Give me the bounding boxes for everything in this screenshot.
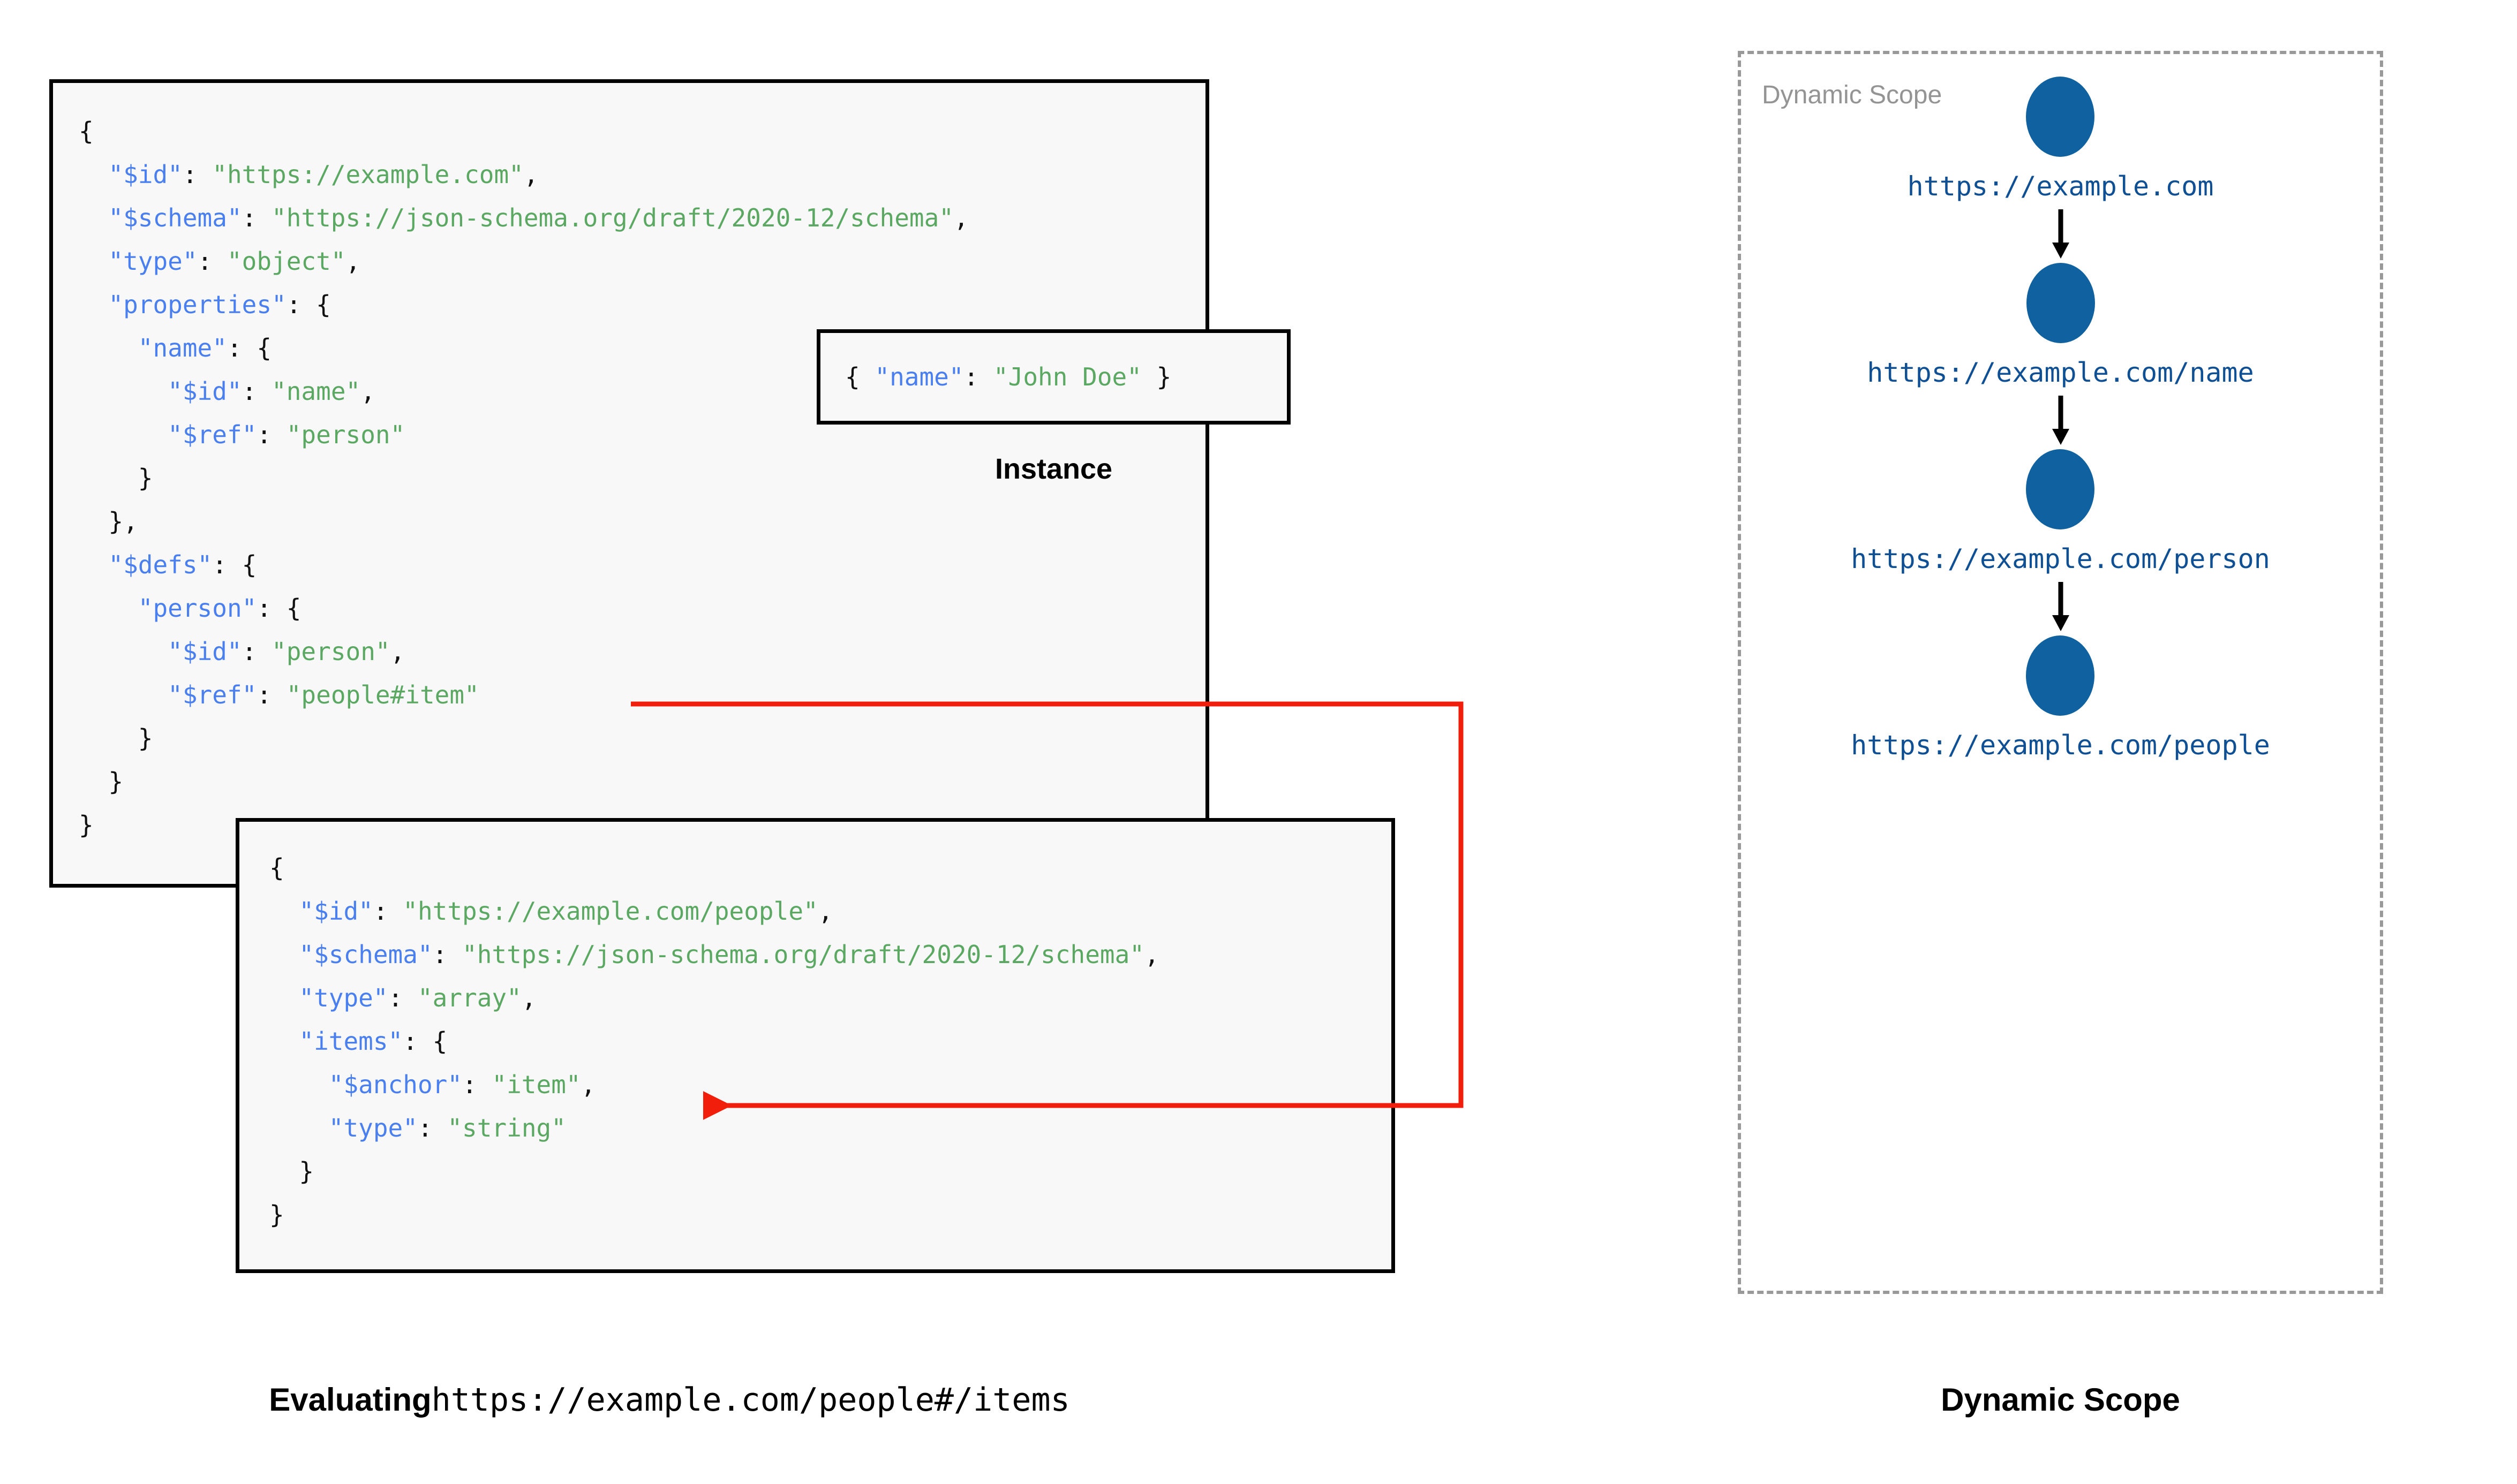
scope-circle-icon-2	[2026, 449, 2095, 529]
scope-node-0: https://example.com	[1907, 77, 2214, 202]
down-arrow-icon-2	[2052, 582, 2069, 631]
scope-node-label-1: https://example.com/name	[1867, 357, 2254, 388]
evaluating-caption-lead: Evaluating	[269, 1382, 432, 1418]
scope-node-label-2: https://example.com/person	[1851, 543, 2270, 574]
root-schema-code: { "$id": "https://example.com", "$schema…	[79, 117, 969, 839]
root-schema-panel: { "$id": "https://example.com", "$schema…	[49, 79, 1209, 888]
scope-circle-icon-0	[2026, 77, 2095, 157]
dynamic-scope-chain: https://example.com https://example.com/…	[1738, 51, 2383, 1294]
instance-code: { "name": "John Doe" }	[845, 362, 1172, 391]
evaluating-caption: Evaluatinghttps://example.com/people#/it…	[0, 1381, 1339, 1419]
dynamic-scope-panel	[1738, 51, 2383, 1294]
down-arrow-icon-1	[2052, 396, 2069, 445]
dynamic-scope-inner-title: Dynamic Scope	[1762, 81, 1942, 109]
down-arrow-icon-0	[2052, 209, 2069, 259]
scope-node-2: https://example.com/person	[1851, 449, 2270, 574]
scope-node-label-3: https://example.com/people	[1851, 730, 2270, 761]
scope-circle-icon-1	[2026, 263, 2095, 343]
scope-node-1: https://example.com/name	[1867, 263, 2254, 388]
scope-node-3: https://example.com/people	[1851, 635, 2270, 761]
dynamic-scope-caption: Dynamic Scope	[1941, 1382, 2180, 1418]
scope-node-label-0: https://example.com	[1907, 171, 2214, 202]
people-schema-panel: { "$id": "https://example.com/people", "…	[236, 818, 1395, 1273]
instance-caption: Instance	[994, 453, 1113, 485]
instance-panel: { "name": "John Doe" }	[817, 329, 1291, 425]
scope-circle-icon-3	[2026, 635, 2095, 716]
people-schema-code: { "$id": "https://example.com/people", "…	[269, 853, 1159, 1229]
evaluating-caption-url: https://example.com/people#/items	[431, 1381, 1070, 1419]
